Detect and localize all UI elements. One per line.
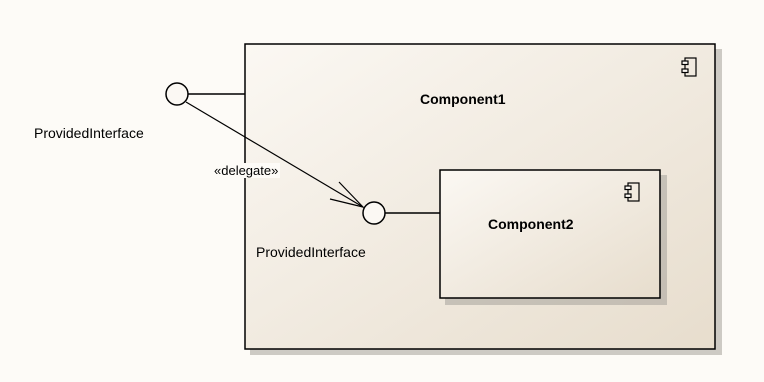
component-icon [681, 57, 697, 77]
outer-interface-label: ProvidedInterface [34, 125, 144, 141]
component2-box [439, 169, 661, 299]
inner-interface-circle [362, 201, 386, 225]
component1-name: Component1 [420, 91, 506, 107]
delegate-line [185, 101, 364, 208]
component-icon [624, 182, 640, 202]
component2-name: Component2 [488, 216, 574, 232]
component2-node[interactable] [439, 169, 667, 305]
delegate-stereotype-label: «delegate» [212, 163, 281, 178]
outer-provided-interface[interactable] [165, 82, 245, 106]
outer-interface-circle [165, 82, 189, 106]
delegate-connector[interactable] [185, 101, 365, 209]
inner-provided-interface[interactable] [362, 201, 440, 225]
delegate-arrowhead [329, 181, 365, 209]
inner-interface-label: ProvidedInterface [256, 244, 366, 260]
